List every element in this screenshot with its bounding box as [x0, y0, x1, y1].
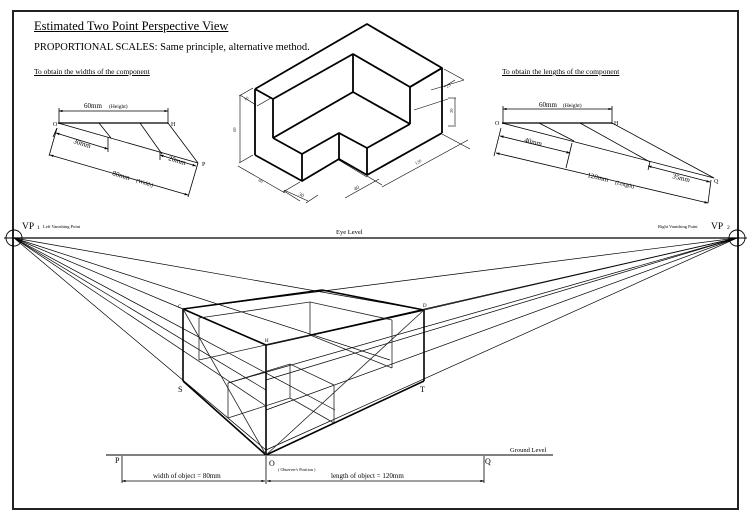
length-point-h: H	[614, 121, 619, 127]
vp2-sub: 2	[727, 225, 730, 231]
width-seg1-label: 30mm	[72, 137, 92, 150]
iso-right-top-label: 25	[445, 82, 452, 89]
length-seg2-label: 35mm	[672, 172, 692, 184]
length-scale-labels: 60mm (Height) O H Q 40mm 35mm 120mm (Len…	[495, 101, 719, 190]
page-title: Estimated Two Point Perspective View	[34, 19, 229, 33]
corner-d: D	[423, 304, 427, 309]
isometric-view	[254, 23, 443, 182]
sheet-border	[12, 10, 739, 510]
width-point-p: P	[202, 162, 206, 168]
iso-width-label: 80	[258, 178, 265, 185]
width-height-label: 60mm	[84, 102, 102, 110]
width-note: width of object = 80mm	[153, 472, 221, 480]
perspective-labels: VP 1 Left Vanishing Point Right Vanishin…	[22, 222, 730, 480]
observer-label: ( Observer's Position )	[278, 467, 316, 472]
iso-notch-width-label: 30	[297, 192, 305, 200]
length-total-note: (Length)	[615, 179, 635, 190]
length-height-note: (Height)	[563, 102, 582, 109]
width-seg2-label: 20mm	[167, 154, 187, 167]
corner-t: T	[420, 385, 425, 394]
vp2-name: Right Vanishing Point	[658, 224, 698, 229]
corner-h: H	[265, 339, 269, 344]
vp1-projection-lines	[13, 237, 425, 451]
width-total-note: (Width)	[135, 177, 154, 189]
width-total-label: 80mm	[111, 169, 131, 182]
width-scale-caption: To obtain the widths of the component	[34, 67, 150, 76]
width-point-h: H	[171, 122, 176, 128]
vp1-sub: 1	[37, 225, 40, 231]
iso-right-step-label: 20	[449, 108, 454, 113]
perspective-box	[182, 289, 425, 456]
width-scale-labels: 60mm (Height) O H P 30mm 20mm 80mm (Widt…	[53, 102, 206, 189]
iso-length-label: 120	[414, 158, 423, 166]
length-scale-caption: To obtain the lengths of the component	[502, 67, 620, 76]
eye-level-label: Eye Level	[336, 229, 363, 236]
corner-o: O	[269, 459, 275, 468]
ground-measurements	[121, 456, 485, 484]
length-scale-diagram	[493, 106, 715, 204]
iso-height-label: 60	[232, 127, 237, 132]
vp1-name: Left Vanishing Point	[43, 224, 81, 229]
length-total-label: 120mm	[587, 171, 610, 184]
iso-top-label: 10	[243, 95, 250, 102]
vp1-label: VP	[22, 222, 34, 232]
perspective-inner	[182, 301, 425, 456]
length-seg1-label: 40mm	[524, 136, 544, 148]
length-point-o: O	[495, 121, 500, 127]
isometric-dimensions	[237, 68, 471, 204]
ground-level-label: Ground Level	[510, 447, 546, 454]
corner-s: S	[178, 385, 182, 394]
vp2-label: VP	[711, 222, 723, 232]
width-point-o: O	[53, 122, 58, 128]
width-scale-diagram	[48, 108, 199, 198]
page-subtitle: PROPORTIONAL SCALES: Same principle, alt…	[34, 42, 310, 53]
length-note: length of object = 120mm	[331, 472, 404, 480]
iso-notch-length-label: 40	[353, 185, 361, 193]
isometric-dim-labels: 60 10 80 30 40 120 25 20	[232, 82, 454, 200]
ground-point-p: P	[115, 456, 120, 465]
ground-point-q: Q	[485, 457, 491, 466]
length-height-label: 60mm	[539, 101, 557, 109]
length-point-q: Q	[714, 179, 719, 185]
corner-c: C	[178, 305, 182, 310]
width-height-note: (Height)	[109, 103, 128, 110]
